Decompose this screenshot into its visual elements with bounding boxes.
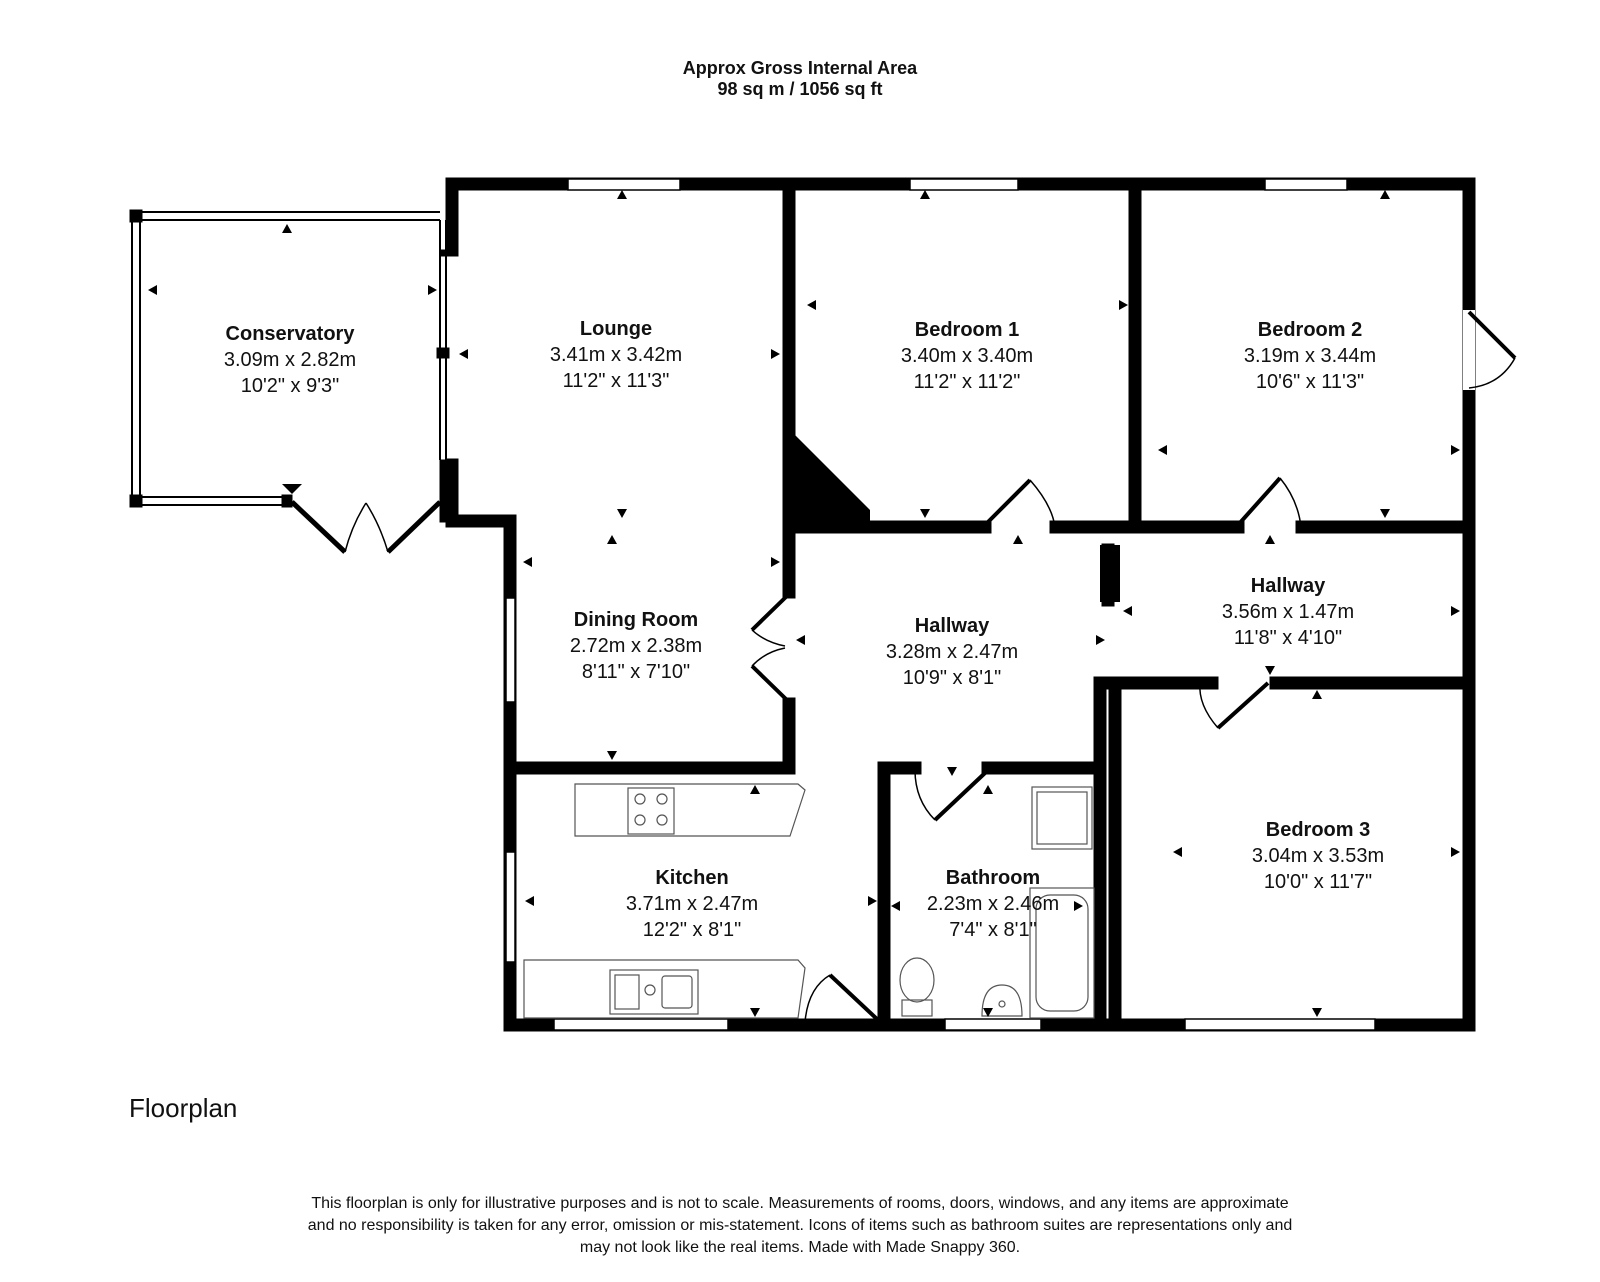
room-imperial-kitchen: 12'2" x 8'1" — [643, 919, 742, 941]
room-name-hallway-2: Hallway — [1251, 575, 1326, 597]
room-imperial-bedroom-1: 11'2" x 11'2" — [914, 371, 1021, 393]
kitchen-fittings — [523, 783, 806, 1019]
conservatory-doors — [290, 500, 442, 554]
dimension-arrows — [148, 190, 1460, 1017]
area-header: Approx Gross Internal Area 98 sq m / 105… — [0, 58, 1600, 100]
chimney-breast — [795, 435, 870, 533]
windows — [505, 178, 1376, 1031]
room-metric-bathroom: 2.23m x 2.46m — [927, 893, 1059, 915]
room-metric-bedroom-3: 3.04m x 3.53m — [1252, 845, 1384, 867]
room-labels: Conservatory 3.09m x 2.82m 10'2" x 9'3" … — [224, 318, 1384, 941]
room-metric-dining-room: 2.72m x 2.38m — [570, 635, 702, 657]
room-name-lounge: Lounge — [580, 318, 652, 340]
bathroom-fittings — [899, 786, 1095, 1019]
pillar — [1100, 545, 1120, 602]
room-metric-hallway-1: 3.28m x 2.47m — [886, 641, 1018, 663]
floor-label: Floorplan — [129, 1093, 238, 1123]
room-imperial-hallway-1: 10'9" x 8'1" — [903, 667, 1002, 689]
room-name-dining-room: Dining Room — [574, 609, 698, 631]
area-value: 98 sq m / 1056 sq ft — [717, 79, 883, 99]
disclaimer-line-1: This floorplan is only for illustrative … — [311, 1195, 1289, 1212]
room-name-bedroom-2: Bedroom 2 — [1258, 319, 1362, 341]
room-metric-lounge: 3.41m x 3.42m — [550, 344, 682, 366]
room-imperial-lounge: 11'2" x 11'3" — [563, 370, 670, 392]
room-imperial-conservatory: 10'2" x 9'3" — [241, 375, 340, 397]
room-imperial-bathroom: 7'4" x 8'1" — [949, 919, 1036, 941]
room-imperial-dining-room: 8'11" x 7'10" — [582, 661, 690, 683]
room-metric-hallway-2: 3.56m x 1.47m — [1222, 601, 1354, 623]
room-name-bedroom-1: Bedroom 1 — [915, 319, 1019, 341]
walls — [445, 177, 1476, 1032]
room-metric-bedroom-2: 3.19m x 3.44m — [1244, 345, 1376, 367]
room-name-kitchen: Kitchen — [655, 867, 728, 889]
conservatory-frame — [129, 209, 455, 523]
room-metric-kitchen: 3.71m x 2.47m — [626, 893, 758, 915]
disclaimer-line-2: and no responsibility is taken for any e… — [307, 1217, 1293, 1234]
area-title: Approx Gross Internal Area — [682, 58, 918, 78]
room-imperial-bedroom-2: 10'6" x 11'3" — [1256, 371, 1364, 393]
doors — [750, 310, 1517, 1023]
disclaimer: This floorplan is only for illustrative … — [200, 1193, 1400, 1259]
room-name-bedroom-3: Bedroom 3 — [1266, 819, 1370, 841]
room-imperial-hallway-2: 11'8" x 4'10" — [1234, 627, 1342, 649]
room-name-bathroom: Bathroom — [946, 867, 1040, 889]
room-name-conservatory: Conservatory — [226, 323, 356, 345]
room-imperial-bedroom-3: 10'0" x 11'7" — [1264, 871, 1372, 893]
disclaimer-line-3: may not look like the real items. Made w… — [579, 1239, 1021, 1256]
room-metric-bedroom-1: 3.40m x 3.40m — [901, 345, 1033, 367]
room-metric-conservatory: 3.09m x 2.82m — [224, 349, 356, 371]
room-name-hallway-1: Hallway — [915, 615, 990, 637]
